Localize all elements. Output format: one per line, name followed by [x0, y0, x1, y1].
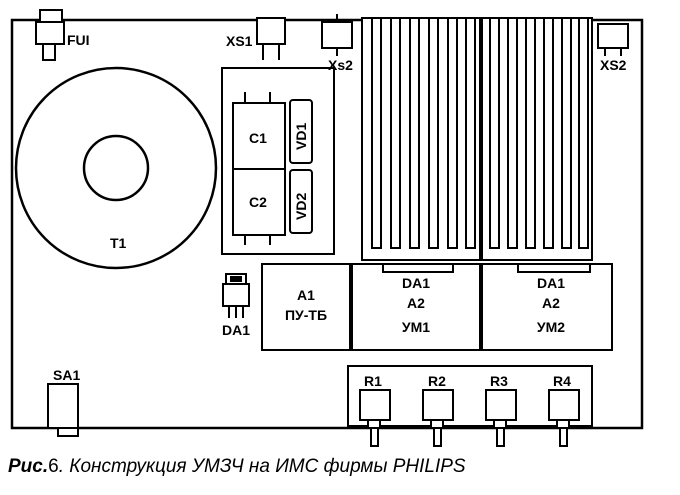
heatsink-right [481, 17, 593, 261]
xs2-right-label: XS2 [600, 57, 627, 73]
transformer-label: T1 [110, 235, 127, 251]
xs2-connector-right [597, 23, 629, 56]
regulator-da1 [222, 273, 250, 318]
amp-um2-line1: DA1 [537, 275, 565, 291]
amp-board-um1 [351, 263, 481, 351]
a1-title: A1 [297, 287, 315, 303]
xs2-connector-mid [321, 14, 353, 56]
amp-board-um2 [481, 263, 613, 351]
chassis-outline [10, 18, 644, 430]
r2-label: R2 [428, 373, 446, 389]
switch-label: SA1 [53, 367, 80, 383]
r1-label: R1 [364, 373, 382, 389]
switch-sa1 [47, 383, 79, 437]
amp-um1-line1: DA1 [402, 275, 430, 291]
caption-prefix: Рис. [8, 456, 49, 477]
r3-label: R3 [490, 373, 508, 389]
amp-um1-line3: УМ1 [402, 319, 430, 335]
r4-label: R4 [553, 373, 571, 389]
xs1-connector [256, 17, 286, 60]
amp-um2-line2: A2 [542, 295, 560, 311]
fuse-holder [35, 9, 65, 61]
diode-vd1 [289, 99, 313, 164]
potentiometer-r4 [548, 389, 580, 447]
xs2-mid-label: Xs2 [328, 57, 353, 73]
regulator-label: DA1 [222, 322, 250, 338]
diode-vd2 [289, 169, 313, 234]
xs1-label: XS1 [226, 33, 253, 49]
c2-label: C2 [249, 194, 267, 210]
amp-um2-line3: УМ2 [537, 319, 565, 335]
potentiometer-r2 [422, 389, 454, 447]
potentiometer-r3 [485, 389, 517, 447]
potentiometer-r1 [359, 389, 391, 447]
rectifier-board [221, 67, 335, 255]
a1-subtitle: ПУ-ТБ [285, 307, 327, 323]
vd2-label: VD2 [293, 193, 309, 220]
transformer-outer [14, 66, 218, 270]
figure-caption: Рис.6. Конструкция УМЗЧ на ИМС фирмы PHI… [8, 456, 680, 478]
preamp-board-a1 [261, 263, 351, 351]
heatsink-left [361, 17, 481, 261]
capacitor-c1 [232, 92, 286, 170]
transformer-inner [82, 134, 150, 202]
amp-um1-line2: A2 [407, 295, 425, 311]
fuse-label: FUI [67, 32, 90, 48]
amp-um1-chip [382, 263, 454, 273]
amp-um2-chip [517, 263, 591, 273]
caption-number: 6 [48, 456, 59, 477]
capacitor-c2 [232, 168, 286, 245]
vd1-label: VD1 [293, 123, 309, 150]
caption-text: . Конструкция УМЗЧ на ИМС фирмы PHILIPS [58, 456, 466, 477]
c1-label: C1 [249, 130, 267, 146]
